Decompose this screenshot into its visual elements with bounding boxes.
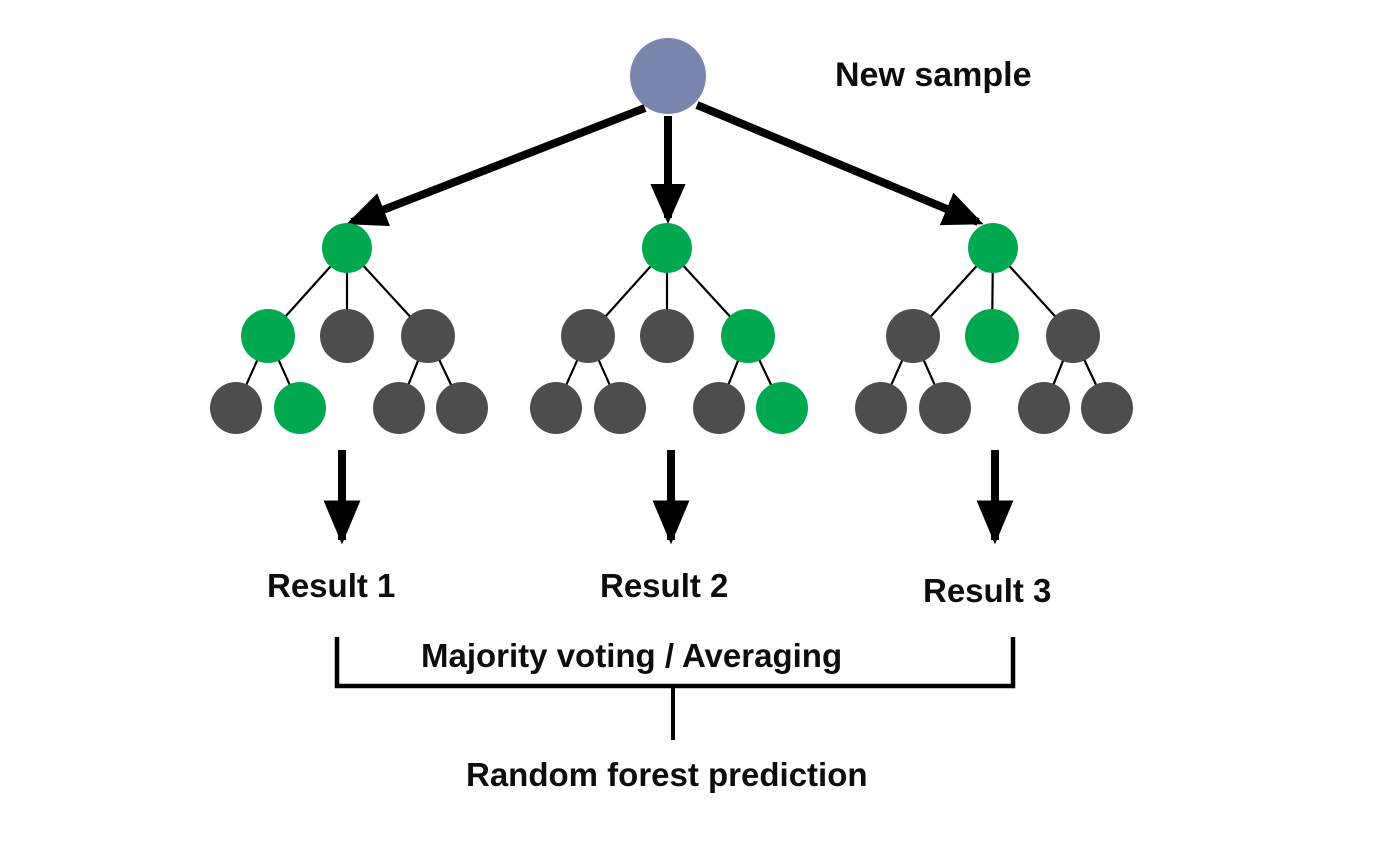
tree-node-inactive[interactable] — [1046, 309, 1100, 363]
tree-node-inactive[interactable] — [210, 382, 262, 434]
result-1-label: Result 1 — [267, 567, 395, 604]
tree-node-inactive[interactable] — [436, 382, 488, 434]
tree-node-active[interactable] — [241, 309, 295, 363]
tree-node-inactive[interactable] — [1018, 382, 1070, 434]
tree-edge — [361, 264, 413, 320]
tree-edge — [922, 358, 937, 388]
tree-edge — [283, 264, 333, 319]
tree-edge — [928, 264, 979, 319]
tree-node-inactive[interactable] — [693, 382, 745, 434]
tree-edge — [757, 358, 774, 388]
tree-node-active[interactable] — [322, 223, 372, 273]
tree-node-active[interactable] — [756, 382, 808, 434]
tree-edge — [603, 264, 653, 319]
tree-node-inactive[interactable] — [919, 382, 971, 434]
tree-nodes-layer — [210, 223, 1133, 434]
tree-edge — [1007, 264, 1058, 319]
result-arrows-layer — [323, 450, 1014, 545]
tree-edge — [277, 358, 292, 388]
tree-edge — [681, 264, 733, 320]
tree-node-inactive[interactable] — [530, 382, 582, 434]
tree-node-active[interactable] — [642, 223, 692, 273]
final-prediction-label: Random forest prediction — [466, 756, 868, 793]
tree-edge — [564, 358, 579, 388]
tree-node-inactive[interactable] — [886, 309, 940, 363]
sample-arrows-layer — [346, 101, 984, 227]
tree-edge — [437, 358, 454, 388]
tree-edge — [597, 358, 612, 388]
tree-edge — [889, 358, 904, 388]
result-3-label: Result 3 — [923, 572, 1051, 609]
tree-node-inactive[interactable] — [594, 382, 646, 434]
new-sample-label: New sample — [835, 56, 1032, 94]
tree-node-inactive[interactable] — [401, 309, 455, 363]
tree-node-active[interactable] — [721, 309, 775, 363]
tree-edge — [406, 358, 420, 388]
tree-node-active[interactable] — [274, 382, 326, 434]
tree-node-active[interactable] — [965, 309, 1019, 363]
tree-node-inactive[interactable] — [561, 309, 615, 363]
new-sample-node[interactable] — [630, 38, 706, 114]
aggregation-bracket — [334, 637, 1016, 740]
result-2-label: Result 2 — [600, 567, 728, 604]
tree-edges-layer — [244, 264, 1099, 388]
tree-node-active[interactable] — [968, 223, 1018, 273]
tree-edge — [244, 358, 259, 388]
aggregation-label: Majority voting / Averaging — [421, 637, 842, 674]
root-node-layer — [630, 38, 706, 114]
tree-node-inactive[interactable] — [320, 309, 374, 363]
tree-node-inactive[interactable] — [373, 382, 425, 434]
tree-node-inactive[interactable] — [855, 382, 907, 434]
sample-to-tree-1 — [346, 104, 647, 227]
tree-edge — [1082, 358, 1099, 388]
tree-node-inactive[interactable] — [1081, 382, 1133, 434]
sample-to-tree-3 — [695, 101, 984, 226]
tree-edge — [726, 358, 740, 388]
tree-node-inactive[interactable] — [640, 309, 694, 363]
tree-edge — [1051, 358, 1065, 388]
